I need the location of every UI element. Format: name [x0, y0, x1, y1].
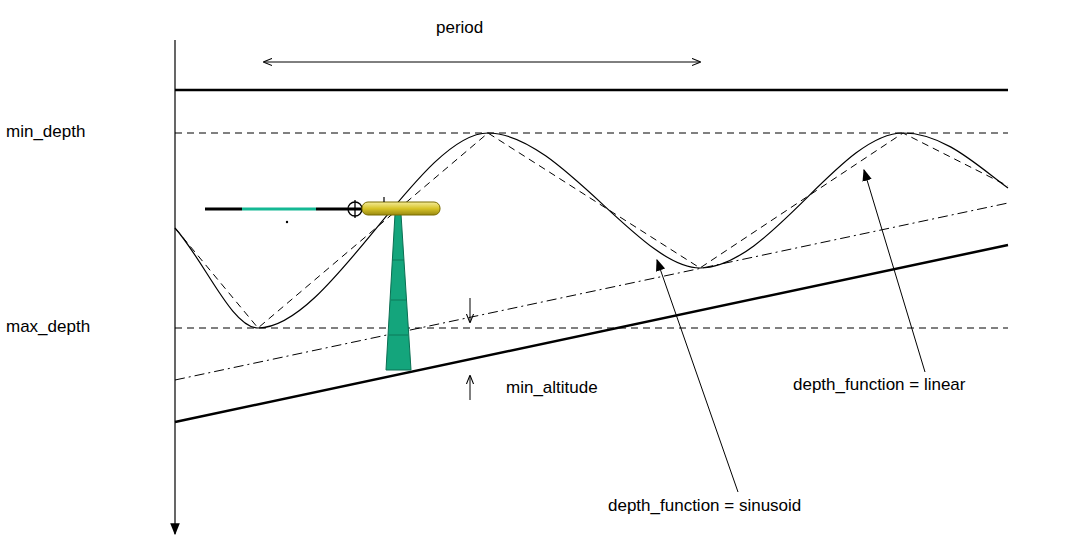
altitude-arrow	[470, 298, 471, 322]
function-label: depth_function = linear	[793, 375, 966, 395]
vehicle-mast	[383, 197, 384, 202]
min-depth-line	[175, 133, 1008, 134]
leader-arrow	[864, 170, 925, 372]
altitude-arrow	[470, 376, 471, 400]
depth-label: max_depth	[6, 317, 90, 337]
max-depth-line	[175, 328, 1008, 329]
depth-label: min_depth	[6, 122, 85, 142]
sea-surface	[175, 89, 1008, 92]
depth-axis	[174, 40, 175, 534]
altitude-label: min_altitude	[506, 378, 598, 398]
tow-cable	[205, 208, 242, 211]
period-arrow	[264, 62, 700, 63]
beam-bands	[389, 260, 408, 335]
vehicle-body	[362, 202, 440, 215]
tow-cable	[242, 208, 316, 211]
function-label: depth_function = sinusoid	[608, 496, 801, 516]
cable-dot	[286, 221, 288, 223]
min-altitude-line	[175, 203, 1008, 380]
leader-arrow	[657, 260, 738, 492]
sinusoid-profile	[175, 133, 1008, 328]
linear-profile	[175, 133, 1008, 328]
altimeter-beam	[386, 214, 411, 370]
seabed	[175, 245, 1008, 422]
period-label: period	[436, 18, 483, 38]
